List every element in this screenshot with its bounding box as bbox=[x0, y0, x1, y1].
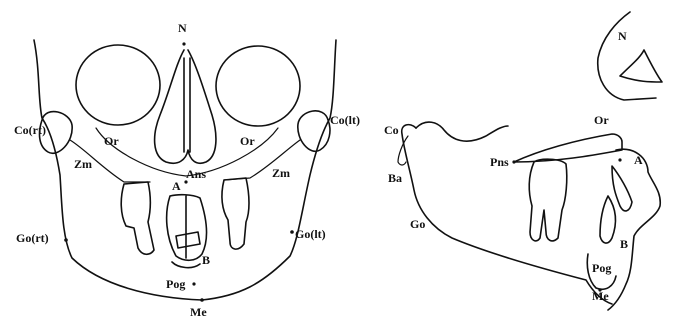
frontal-molar-right bbox=[121, 182, 154, 254]
label-B: B bbox=[202, 253, 210, 267]
label-Co-left: Co(lt) bbox=[330, 113, 360, 127]
lateral-label-Or: Or bbox=[594, 113, 609, 127]
lateral-label-Pns: Pns bbox=[490, 155, 509, 169]
lateral-label-B: B bbox=[620, 237, 628, 251]
lateral-face-profile bbox=[608, 149, 660, 310]
landmark-Go-left-dot bbox=[290, 230, 294, 234]
orbit-right bbox=[76, 45, 160, 125]
label-A: A bbox=[172, 179, 181, 193]
landmark-N-dot bbox=[182, 42, 185, 45]
lateral-label-Pog: Pog bbox=[592, 261, 611, 275]
orbit-left bbox=[216, 46, 300, 126]
lateral-ramus bbox=[416, 122, 508, 141]
frontal-incisors bbox=[167, 195, 207, 268]
label-Go-left: Go(lt) bbox=[295, 227, 326, 241]
landmark-Go-right-dot bbox=[64, 238, 68, 242]
lateral-label-A: A bbox=[634, 153, 643, 167]
lateral-label-N: N bbox=[618, 29, 627, 43]
lateral-label-Go: Go bbox=[410, 217, 425, 231]
label-Or-left: Or bbox=[240, 134, 255, 148]
lateral-label-Ba: Ba bbox=[388, 171, 402, 185]
lateral-palatal-plane bbox=[514, 134, 622, 162]
label-Pog: Pog bbox=[166, 277, 185, 291]
frontal-condyle-left bbox=[298, 111, 330, 151]
label-Go-right: Go(rt) bbox=[16, 231, 49, 245]
label-N: N bbox=[178, 21, 187, 35]
label-Zm-left: Zm bbox=[272, 166, 290, 180]
frontal-skull-outline-left bbox=[34, 40, 202, 300]
lateral-molar bbox=[529, 159, 567, 241]
landmark-Pog-dot bbox=[192, 282, 195, 285]
lateral-label-Co: Co bbox=[384, 123, 399, 137]
frontal-skull-outline-right bbox=[202, 40, 336, 300]
label-Or-right: Or bbox=[104, 134, 119, 148]
label-Ans: Ans bbox=[186, 167, 206, 181]
lateral-landmark-Pns-dot bbox=[512, 160, 515, 163]
frontal-molar-left bbox=[222, 178, 249, 249]
lateral-label-Me: Me bbox=[592, 289, 609, 303]
frontal-skull-view: N Or Or Co(rt) Co(lt) Zm Zm A Ans Go(rt)… bbox=[14, 21, 360, 319]
lateral-nasion-curve bbox=[620, 50, 662, 82]
nasal-cavity bbox=[155, 50, 216, 163]
lateral-mandible-outline bbox=[402, 125, 612, 304]
lateral-skull-view: N Or Co Ba Pns A Go B Pog Me bbox=[384, 12, 662, 310]
label-Me: Me bbox=[190, 305, 207, 319]
label-Zm-right: Zm bbox=[74, 157, 92, 171]
landmark-Me-dot bbox=[200, 298, 204, 302]
lateral-landmark-A-dot bbox=[618, 158, 621, 161]
lateral-incisors bbox=[600, 166, 632, 243]
label-Co-right: Co(rt) bbox=[14, 123, 46, 137]
